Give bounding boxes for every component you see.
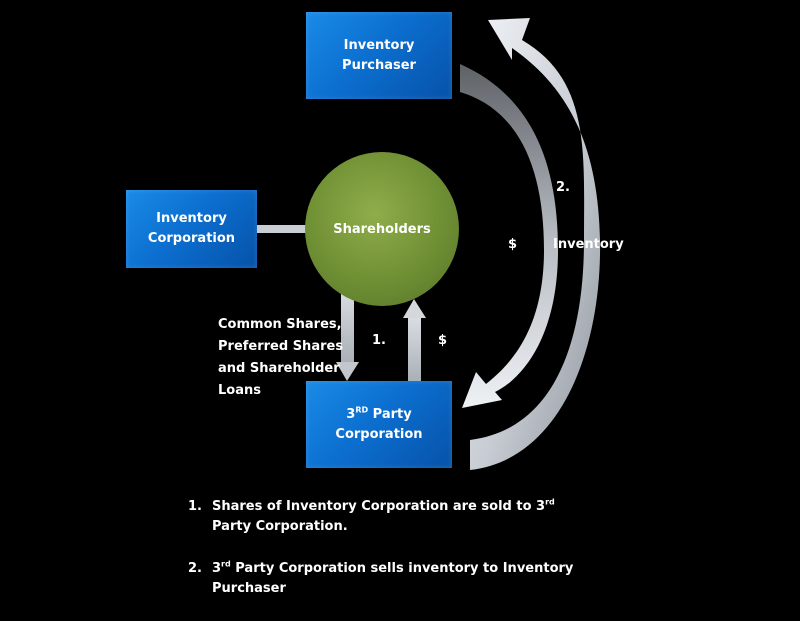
note-text-part2: Party Corporation. <box>212 519 348 534</box>
dollar-up-label: $ <box>438 333 448 348</box>
connector-line <box>257 225 307 233</box>
note-text-part1: 3 <box>212 561 222 576</box>
note-number: 2. <box>188 561 202 576</box>
dollar-arc-label: $ <box>508 237 518 252</box>
inventory-corporation-box: Inventory Corporation <box>126 190 257 268</box>
note-superscript: rd <box>545 497 555 507</box>
arrow-arc-dollar <box>460 64 558 408</box>
third-party-corporation-label: 3RD Party Corporation <box>335 405 422 445</box>
notes-list: 1. Shares of Inventory Corporation are s… <box>188 497 588 621</box>
shareholders-label: Shareholders <box>333 221 431 237</box>
arrow-arc-inventory <box>470 18 601 470</box>
arrow-up-dollar <box>403 299 426 381</box>
note-text-part1: Shares of Inventory Corporation are sold… <box>212 499 546 514</box>
note-item-2: 2. 3rd Party Corporation sells inventory… <box>188 559 588 599</box>
note-superscript: rd <box>221 559 231 569</box>
third-party-superscript: RD <box>355 405 369 415</box>
note-number: 1. <box>188 499 202 514</box>
third-party-word: Party <box>368 406 412 422</box>
third-party-corporation-box: 3RD Party Corporation <box>306 381 452 468</box>
note-item-1: 1. Shares of Inventory Corporation are s… <box>188 497 588 537</box>
shareholders-circle: Shareholders <box>305 152 459 306</box>
step-2-marker: 2. <box>556 180 570 195</box>
arrow-down-shares <box>336 290 359 381</box>
shares-flow-label: Common Shares, Preferred Shares and Shar… <box>218 317 344 398</box>
step-1-marker: 1. <box>372 333 386 348</box>
inventory-purchaser-label: Inventory Purchaser <box>342 37 416 73</box>
note-text-part2: Party Corporation sells inventory to Inv… <box>212 561 574 596</box>
inventory-purchaser-box: Inventory Purchaser <box>306 12 452 99</box>
third-party-prefix: 3 <box>346 406 356 422</box>
inventory-flow-label: Inventory <box>553 237 624 252</box>
inventory-corporation-label: Inventory Corporation <box>147 211 236 246</box>
third-party-line2: Corporation <box>335 426 423 442</box>
